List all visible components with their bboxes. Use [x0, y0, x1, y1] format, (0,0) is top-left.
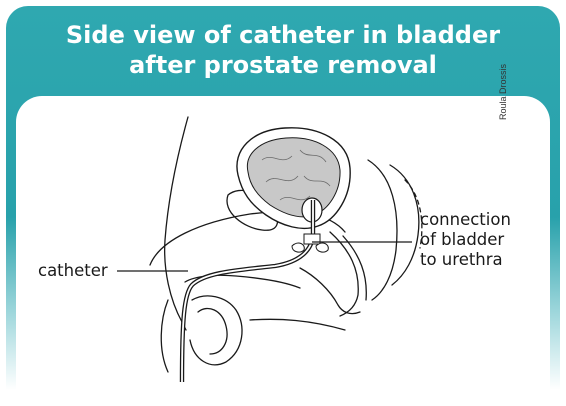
thigh-outline	[250, 319, 345, 330]
connection-label: connection of bladder to urethra	[420, 210, 511, 270]
sphincter-right	[316, 243, 328, 252]
sacrum-outline	[368, 160, 397, 300]
catheter-label: catheter	[38, 261, 108, 281]
back-curve	[390, 165, 419, 285]
lower-outline	[161, 300, 168, 372]
scrotum-outline	[190, 296, 242, 365]
connection-label-line-2: of bladder	[420, 230, 511, 250]
connection-label-line-1: connection	[420, 210, 511, 230]
testis-outline	[198, 308, 227, 354]
rectum-outline	[330, 232, 358, 316]
illustrator-credit: Roula Drossis	[498, 64, 508, 120]
anatomy-illustration	[0, 0, 566, 390]
sphincter-left	[292, 243, 304, 252]
perineum-curve	[300, 268, 360, 314]
connection-label-line-3: to urethra	[420, 250, 511, 270]
